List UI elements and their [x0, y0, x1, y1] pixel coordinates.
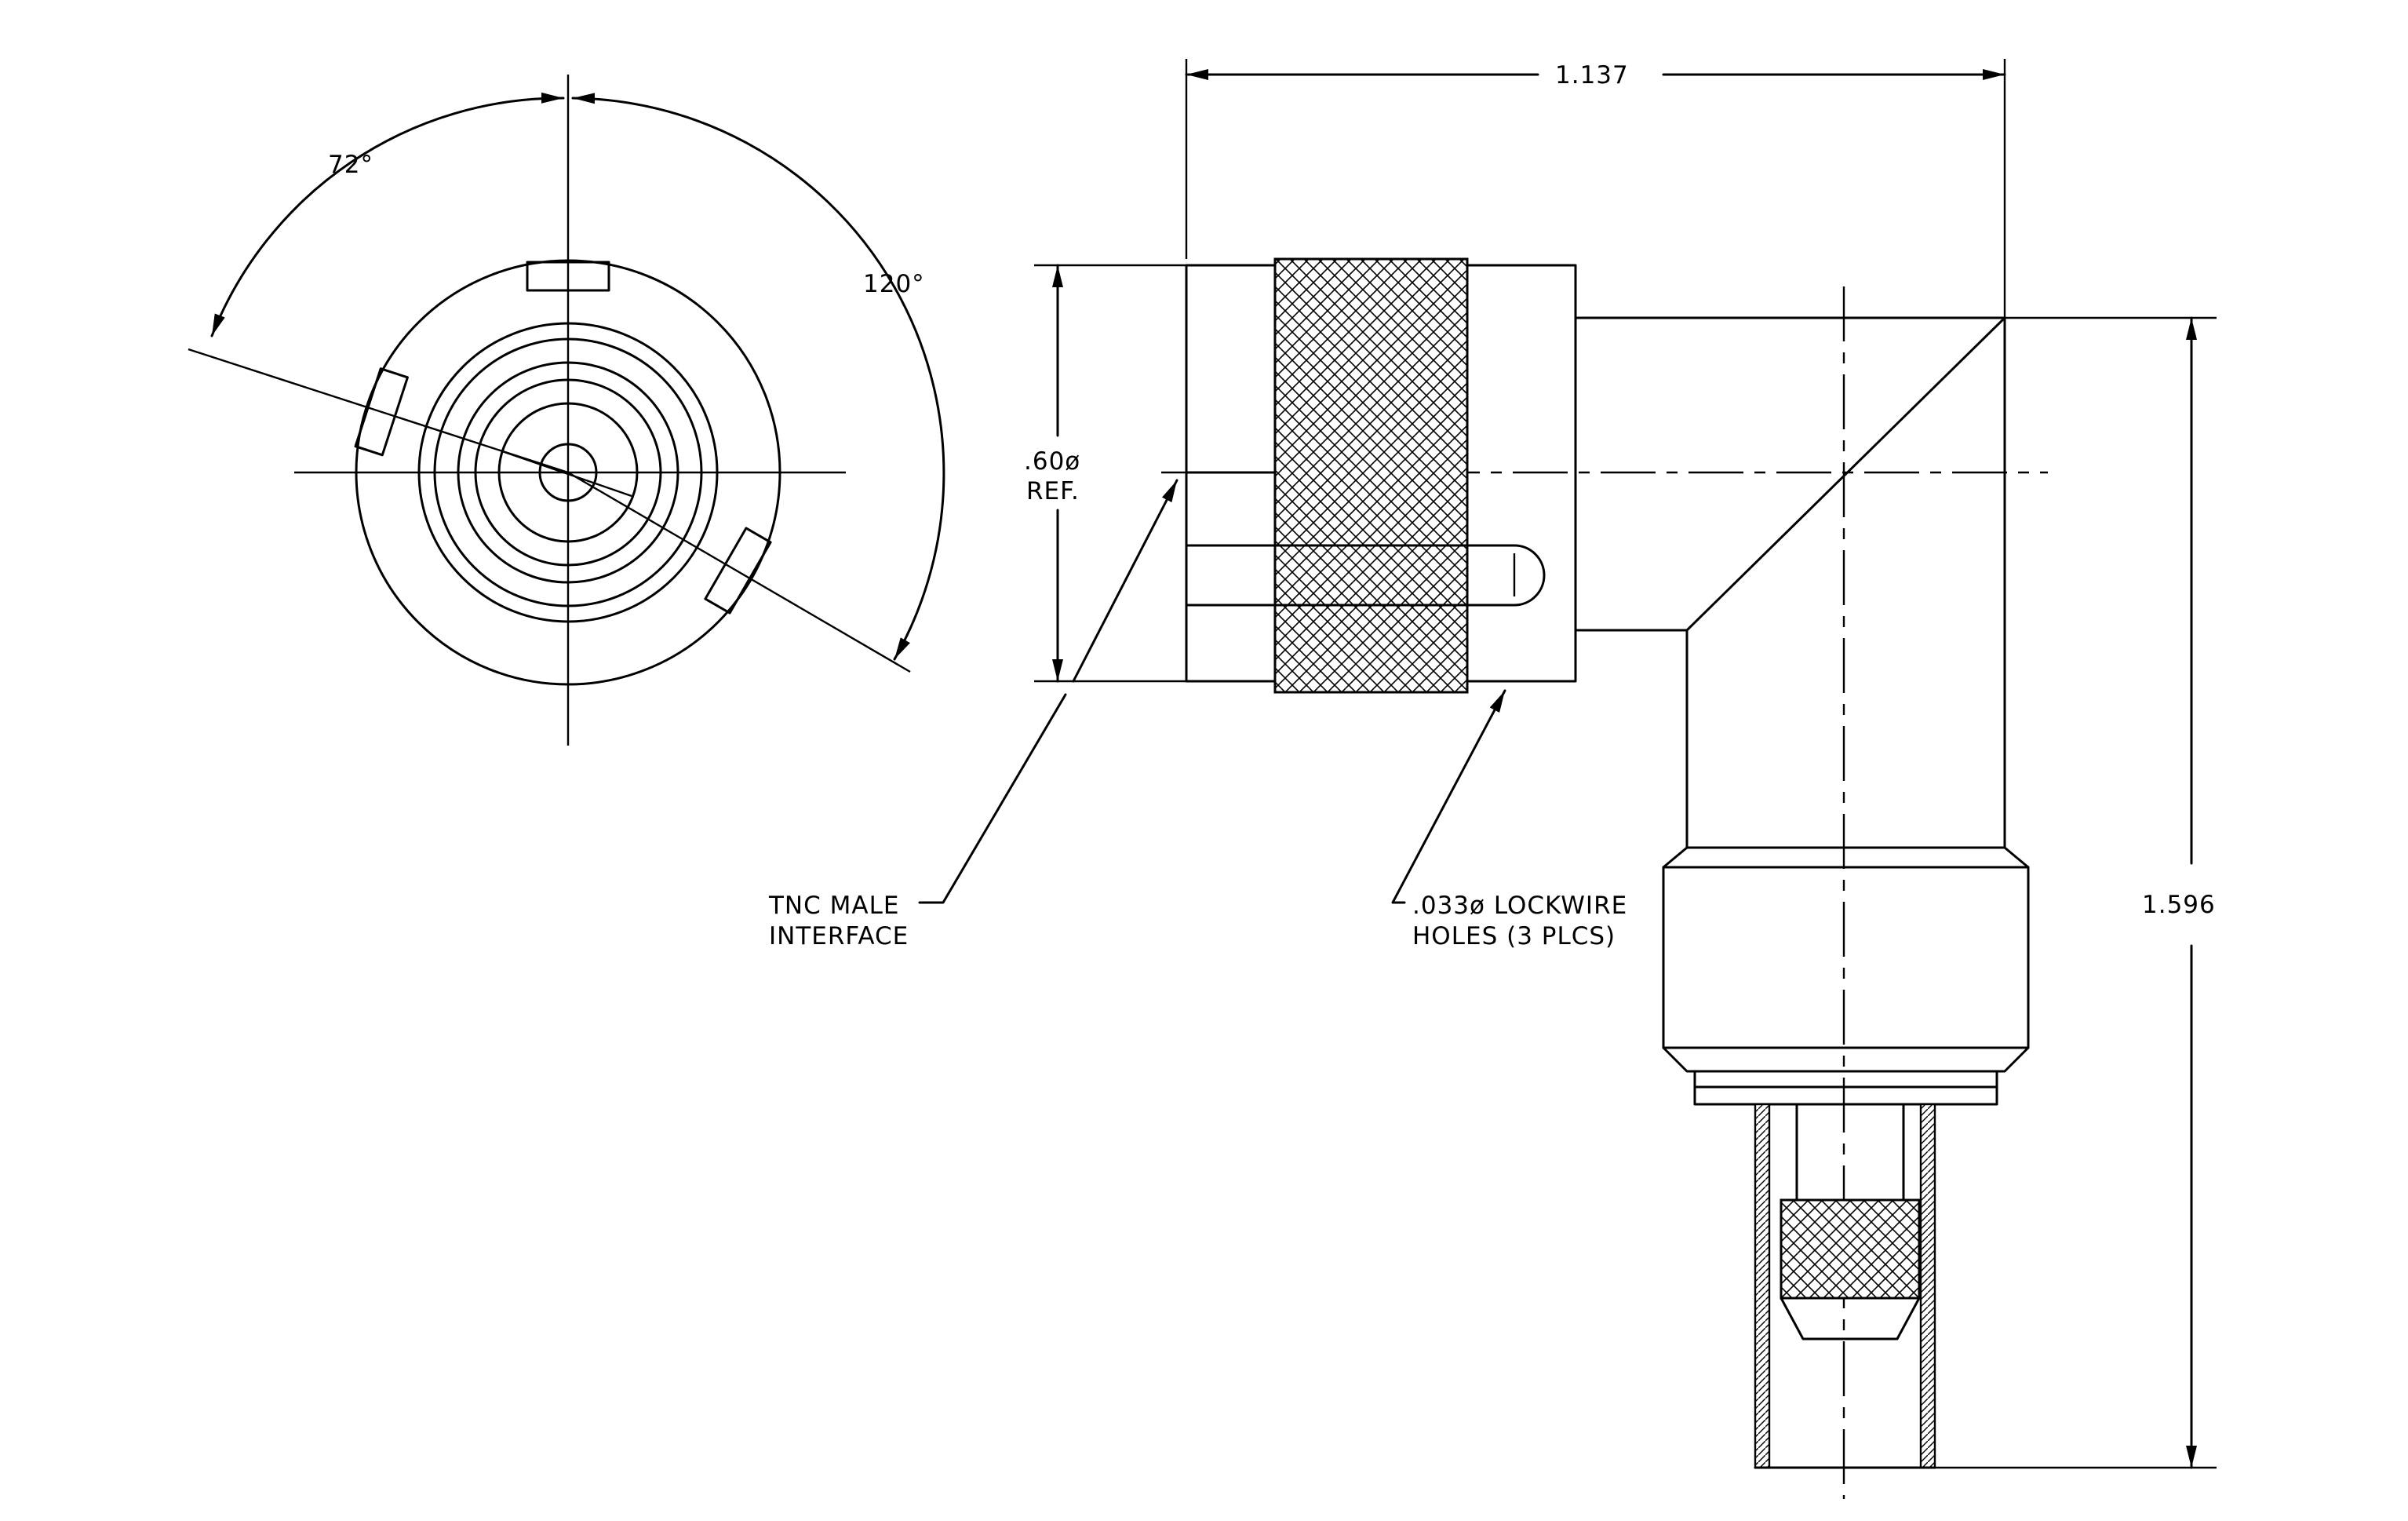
callout-lockwire-line2: HOLES (3 PLCS): [1412, 922, 1616, 950]
callout-leader-interface-2: [1072, 479, 1178, 683]
angle-label-120: 120°: [863, 270, 925, 298]
elbow-miter-line: [1685, 316, 2006, 632]
callout-leader-lockwire: [1391, 689, 1506, 904]
dim-dia-value: .60ø: [1024, 447, 1080, 476]
cable-tube-right-wall: [1919, 1103, 1936, 1469]
ferrule: [1662, 846, 2030, 1073]
crimp-knurl: [1780, 1198, 1921, 1300]
dim-dia-ref: REF.: [1026, 477, 1080, 505]
end-view-diagonal: [501, 450, 632, 498]
knurled-band: [1273, 257, 1469, 694]
callout-leader-interface-1: [918, 693, 1067, 904]
dim-height-value: 1.596: [2142, 891, 2216, 919]
inner-sleeve: [1795, 1103, 1905, 1202]
end-view: 72° 120°: [188, 75, 945, 746]
elbow-body: [1574, 316, 2006, 849]
angle-ref-line-120: [567, 471, 911, 673]
cable-tube-left-wall: [1754, 1103, 1771, 1469]
angle-arc-120: [571, 93, 945, 661]
dim-width-value: 1.137: [1555, 61, 1629, 89]
callout-lockwire-line1: .033ø LOCKWIRE: [1412, 892, 1627, 920]
angle-arc-72: [210, 92, 565, 337]
callout-interface-line1: TNC MALE: [768, 892, 899, 920]
side-view: 1.137 .60ø REF. 1.596 TNC MALE INTERFACE…: [768, 59, 2217, 1499]
crimp-taper: [1780, 1297, 1921, 1340]
angle-label-72: 72°: [328, 151, 373, 179]
callout-interface-line2: INTERFACE: [769, 922, 909, 950]
lockwire-rod: [1185, 544, 1546, 607]
